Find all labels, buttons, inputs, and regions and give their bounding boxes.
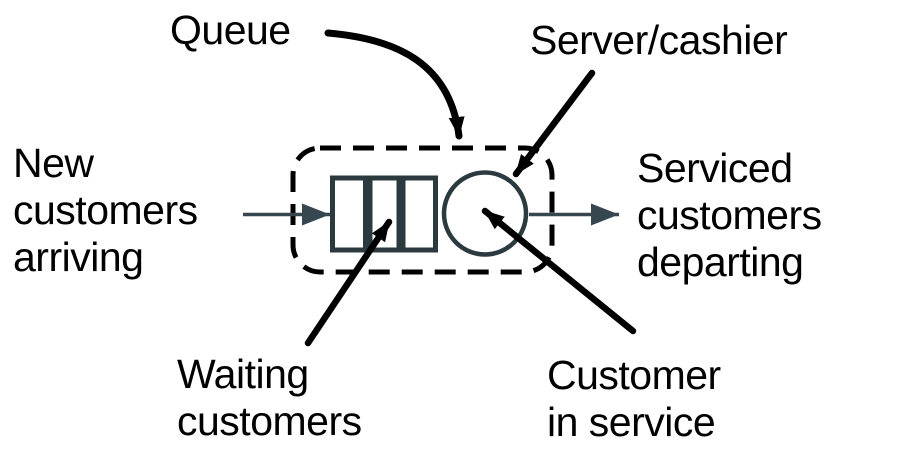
departing-line-3: departing [637,239,804,285]
in-service-line-2: in service [547,399,716,445]
waiting-line-2: customers [177,398,362,444]
server-pointer-arrow [512,69,596,178]
queue-label-text: Queue [170,7,291,53]
departing-line-1: Serviced [637,145,793,191]
arriving-line-3: arriving [13,234,144,280]
queue-pointer-arrow [324,29,465,140]
new-customers-arriving-label: New customers arriving [13,140,198,281]
queue-slot-divider [363,177,373,251]
arriving-line-2: customers [13,187,198,233]
in-service-pointer-arrow [481,207,637,335]
waiting-line-1: Waiting [177,351,309,397]
server-cashier-label-text: Server/cashier [530,17,788,63]
serviced-customers-departing-label: Serviced customers departing [637,145,822,286]
system-boundary-dashed-box [290,145,555,275]
waiting-customers-label: Waiting customers [177,351,362,445]
queue-label: Queue [170,7,291,54]
arriving-line-1: New [13,140,94,186]
server-cashier-label: Server/cashier [530,17,788,64]
departing-line-2: customers [637,192,822,238]
waiting-pointer-arrow [304,218,393,347]
customer-in-service-label: Customer in service [547,352,721,446]
queue-slots-box [330,175,438,253]
in-service-line-1: Customer [547,352,721,398]
queue-slot-divider [396,177,406,251]
